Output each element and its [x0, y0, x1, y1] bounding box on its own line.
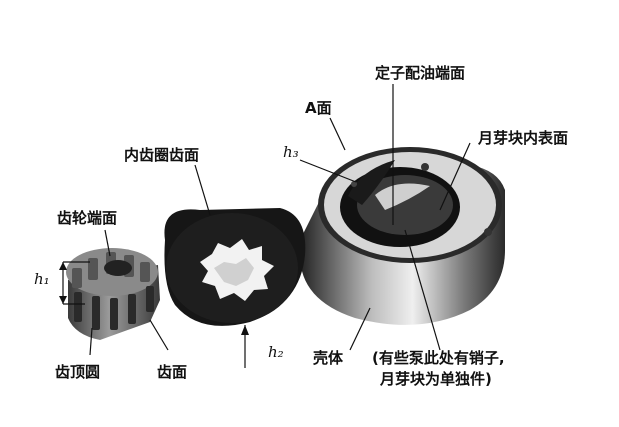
- label-h3: h₃: [283, 143, 299, 161]
- label-h1: h₁: [34, 270, 50, 288]
- housing-part: [300, 147, 505, 325]
- label-note-line1: (有些泵此处有销子,: [372, 349, 505, 367]
- label-tooth-face: 齿面: [157, 363, 188, 381]
- label-a-face: A面: [305, 99, 332, 117]
- ring-gear-part: [164, 208, 306, 326]
- label-tip-circle: 齿顶圆: [55, 363, 101, 381]
- label-h2: h₂: [268, 343, 284, 361]
- label-housing: 壳体: [313, 349, 344, 367]
- external-gear-part: [66, 248, 160, 340]
- label-crescent-inner-surface: 月芽块内表面: [478, 129, 569, 147]
- label-ring-gear-tooth-face: 内齿圈齿面: [124, 146, 200, 164]
- label-stator-face: 定子配油端面: [375, 64, 466, 82]
- dimension-arrowheads: [59, 262, 249, 335]
- label-gear-end-face: 齿轮端面: [57, 209, 118, 227]
- label-note-line2: 月芽块为单独件): [380, 370, 492, 388]
- leader-lines: [62, 84, 471, 368]
